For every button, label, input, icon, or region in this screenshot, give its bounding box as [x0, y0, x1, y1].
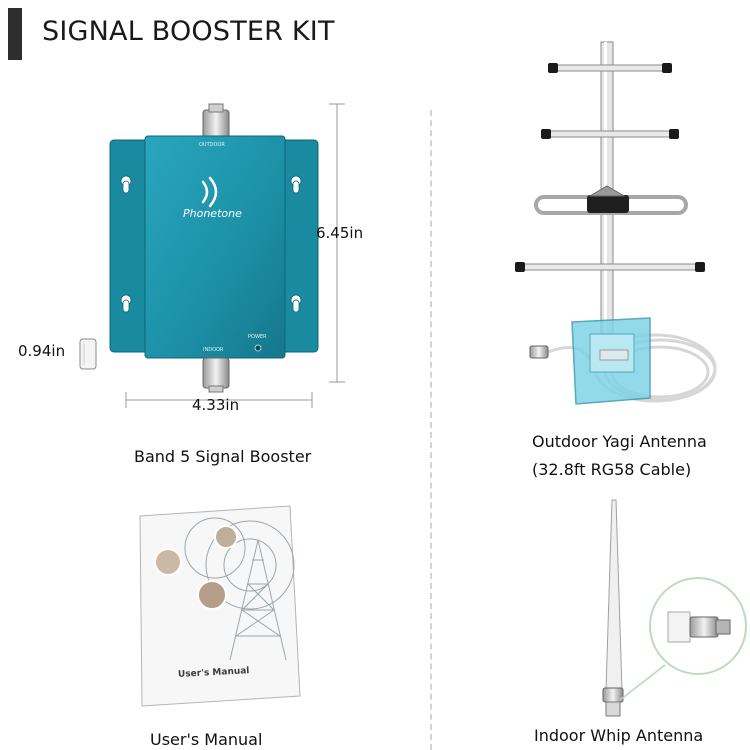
yagi-caption-line1: Outdoor Yagi Antenna	[532, 432, 707, 451]
yagi-caption-line2: (32.8ft RG58 Cable)	[532, 460, 692, 479]
height-dimension-line	[329, 103, 345, 383]
depth-cylinder-icon	[79, 338, 97, 370]
whip-caption: Indoor Whip Antenna	[534, 726, 704, 745]
booster-port-bottom-label: INDOOR	[203, 347, 224, 353]
height-label: 6.45in	[316, 224, 364, 242]
booster-port-top-label: OUTDOOR	[199, 142, 225, 148]
booster-flange	[109, 139, 319, 353]
keyhole-icons	[120, 175, 302, 313]
booster-outdoor-connector	[202, 103, 230, 141]
booster-caption: Band 5 Signal Booster	[134, 447, 312, 466]
manual-cover-title: User's Manual	[177, 666, 250, 680]
phonetone-logo-icon	[201, 176, 218, 208]
width-label: 4.33in	[192, 396, 240, 414]
booster-brand-text: Phonetone	[183, 207, 242, 220]
manual-caption: User's Manual	[150, 730, 263, 749]
depth-label: 0.94in	[18, 342, 66, 360]
title-accent-bar	[8, 8, 22, 60]
power-led-icon	[254, 344, 262, 352]
page-title: SIGNAL BOOSTER KIT	[42, 16, 335, 47]
section-divider	[430, 110, 432, 750]
booster-indoor-connector	[202, 357, 230, 393]
booster-body	[144, 135, 286, 359]
booster-power-label: POWER	[248, 334, 267, 340]
